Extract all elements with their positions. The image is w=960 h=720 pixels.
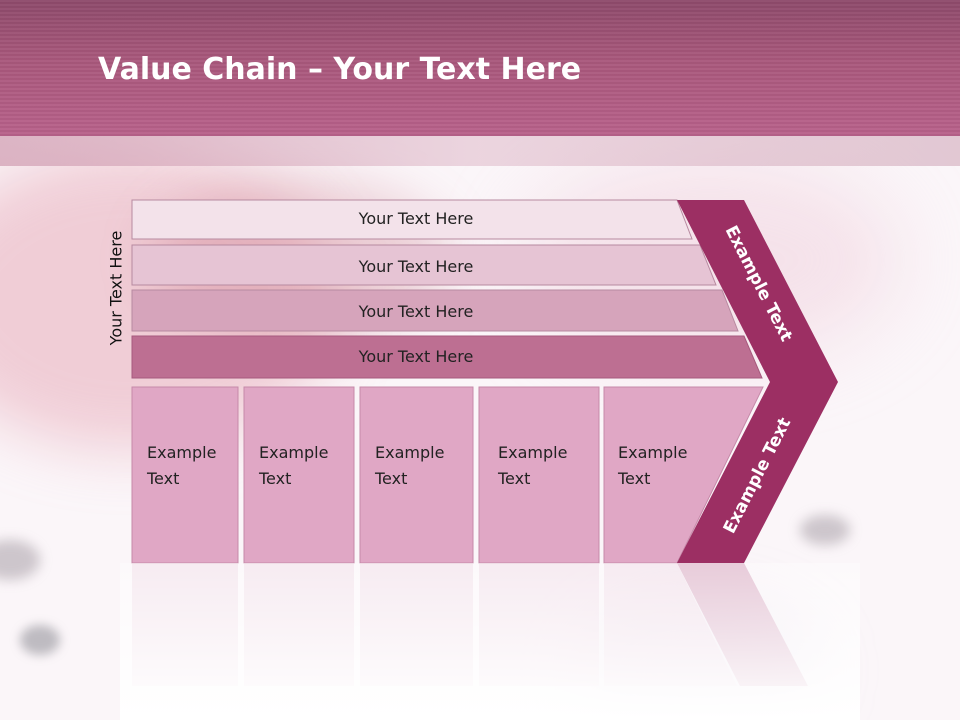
primary-column-0-box <box>131 386 239 564</box>
support-row-2-shape <box>131 289 739 332</box>
primary-column-1-box <box>243 386 355 564</box>
primary-column-0-line2: Text <box>146 469 179 488</box>
support-row-3-shape <box>131 335 763 379</box>
title-bar <box>0 0 960 136</box>
primary-column-2-box <box>359 386 474 564</box>
slide-title: Value Chain – Your Text Here <box>98 52 581 87</box>
primary-column-4: Example Text <box>603 386 764 564</box>
primary-column-1: Example Text <box>243 386 355 564</box>
primary-column-0: Example Text <box>131 386 239 564</box>
primary-column-0-line1: Example <box>147 443 216 462</box>
reflection-fade <box>120 563 860 720</box>
primary-column-2-line2: Text <box>374 469 407 488</box>
primary-column-4-line1: Example <box>618 443 687 462</box>
support-row-0-label: Your Text Here <box>358 209 474 228</box>
primary-column-2-line1: Example <box>375 443 444 462</box>
support-row-1-shape <box>131 244 717 286</box>
primary-column-3-line1: Example <box>498 443 567 462</box>
primary-column-2: Example Text <box>359 386 474 564</box>
support-row-2-label: Your Text Here <box>358 302 474 321</box>
slide-title-rest: – Your Text Here <box>297 52 582 87</box>
slide-title-bold: Value Chain <box>98 52 298 87</box>
margin-chevron-shape <box>677 200 838 563</box>
primary-column-3-box <box>478 386 600 564</box>
support-row-1: Your Text Here <box>131 244 717 286</box>
primary-column-1-line1: Example <box>259 443 328 462</box>
title-subband <box>0 136 960 166</box>
title-bar-texture <box>0 0 960 136</box>
support-row-3: Your Text Here <box>131 335 763 379</box>
support-row-2: Your Text Here <box>131 289 739 332</box>
support-row-3-label: Your Text Here <box>358 347 474 366</box>
primary-column-3-line2: Text <box>497 469 530 488</box>
primary-column-4-line2: Text <box>617 469 650 488</box>
support-row-0: Your Text Here <box>131 199 693 240</box>
support-row-1-label: Your Text Here <box>358 257 474 276</box>
support-row-0-shape <box>131 199 693 240</box>
primary-column-3: Example Text <box>478 386 600 564</box>
primary-column-1-line2: Text <box>258 469 291 488</box>
